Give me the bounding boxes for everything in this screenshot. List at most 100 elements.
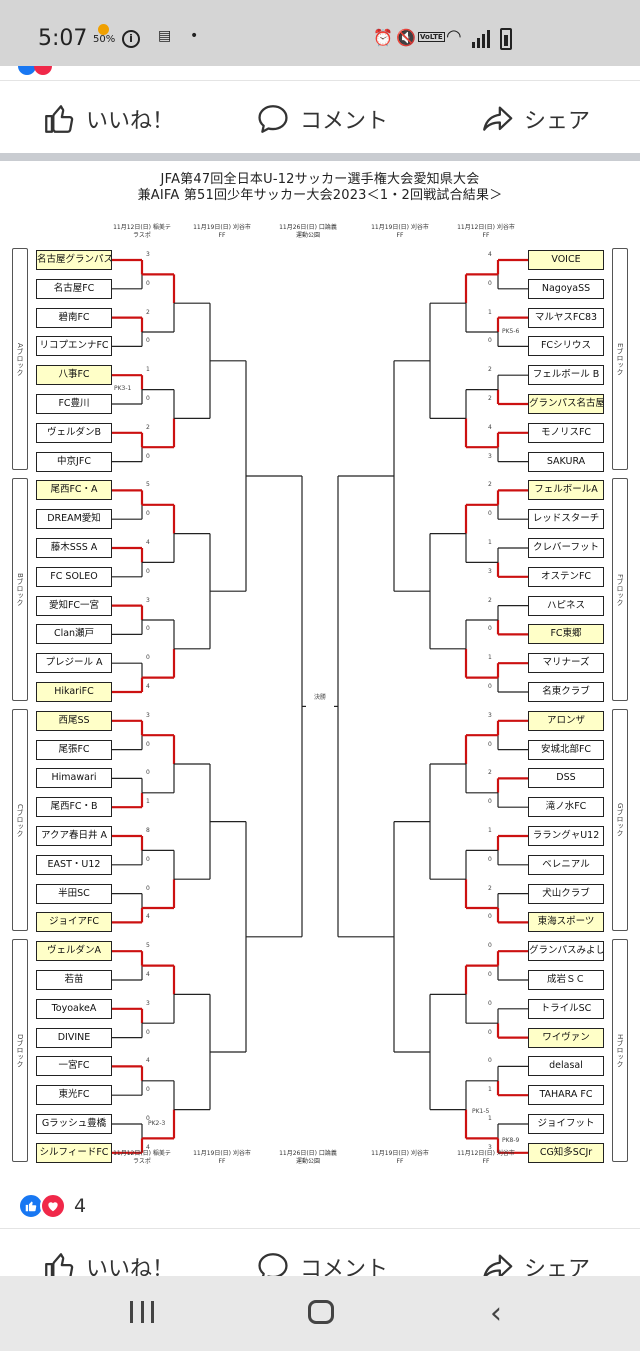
round-date-top: 11月12日(日) 稲美テラスポ	[113, 224, 171, 239]
volte-icon: VoLTE	[418, 32, 445, 42]
team-entry: アロンザ	[528, 710, 604, 731]
round-date-top: 11月26日(日) 口論義運動公園	[279, 224, 337, 239]
team-entry: ジョイアFC	[36, 912, 112, 933]
team-entry: 東海スポーツ	[528, 912, 604, 933]
pk-label: PK1-5	[472, 1108, 490, 1115]
team-entry: Gラッシュ豊橋	[36, 1114, 112, 1134]
score-label: 3	[488, 1143, 492, 1151]
score-label: 3	[146, 596, 150, 604]
score-label: 4	[146, 1143, 150, 1151]
team-entry: SAKURA	[528, 451, 604, 472]
like-label: いいね！	[86, 1257, 175, 1276]
score-label: 0	[146, 1115, 150, 1122]
pk-label: PK3-1	[114, 385, 132, 393]
like-button[interactable]: いいね！	[42, 81, 174, 157]
score-label: 5	[146, 942, 150, 950]
score-label: 4	[146, 683, 150, 690]
status-bar: 5:07 50% i ▤ • ⏰ 🔇 VoLTE ◠	[0, 0, 640, 66]
team-entry: クレバーフット	[528, 538, 604, 558]
pk-label: PK5-6	[502, 327, 520, 335]
score-label: 0	[146, 1028, 150, 1036]
score-label: 0	[146, 740, 150, 748]
wifi-icon: ◠	[446, 26, 462, 47]
team-entry: ララングャU12	[528, 826, 604, 846]
team-entry: delasal	[528, 1056, 604, 1077]
score-label: 3	[146, 251, 150, 258]
team-entry: オステンFC	[528, 566, 604, 587]
share-button[interactable]: シェア	[480, 81, 590, 157]
share-label: シェア	[524, 1257, 591, 1276]
thumbs-up-icon	[45, 105, 74, 133]
comment-button[interactable]: コメント	[256, 81, 388, 157]
tournament-bracket-image[interactable]: JFA第47回全日本U-12サッカー選手権大会愛知県大会 兼AIFA 第51回少…	[0, 162, 640, 1182]
score-label: 2	[146, 423, 150, 431]
reaction-count: 4	[74, 1195, 87, 1217]
score-label: 1	[488, 827, 492, 834]
team-entry: 名古屋グランパス	[36, 250, 112, 270]
comment-icon	[258, 105, 288, 133]
score-label: 0	[488, 337, 492, 345]
right-block-label: Eブロック	[612, 248, 628, 471]
round-date-bottom: 11月12日(日) 稲美テラスポ	[113, 1150, 171, 1165]
team-entry: アクア春日井 A	[36, 826, 112, 846]
team-entry: 八事FC	[36, 365, 112, 386]
team-entry: CG知多SCJr	[528, 1142, 604, 1163]
score-label: 0	[146, 452, 150, 460]
round-date-bottom: 11月19日(日) 刈谷市FF	[371, 1150, 429, 1165]
team-entry: フェルボールA	[528, 480, 604, 501]
bracket-lines	[112, 258, 528, 1154]
round-date-top: 11月12日(日) 刈谷市FF	[457, 224, 515, 239]
team-entry: TAHARA FC	[528, 1085, 604, 1106]
team-entry: グランパス名古屋	[528, 394, 604, 414]
score-label: 0	[488, 1057, 492, 1065]
team-entry: 尾西FC・B	[36, 797, 112, 818]
score-label: 0	[488, 740, 492, 748]
share-button[interactable]: シェア	[480, 1232, 590, 1276]
right-block-label: Gブロック	[612, 708, 628, 932]
final-label: 決勝	[314, 694, 327, 702]
notification-dot-icon: •	[190, 28, 199, 44]
team-entry: ジョイフット	[528, 1114, 604, 1134]
home-button[interactable]	[308, 1300, 334, 1324]
love-reaction-icon	[34, 66, 52, 75]
score-label: 3	[488, 711, 492, 719]
status-time: 5:07	[38, 26, 88, 51]
score-label: 0	[146, 654, 150, 662]
team-entry: 成岩ＳＣ	[528, 970, 604, 990]
score-label: 0	[146, 279, 150, 287]
team-entry: 碧南FC	[36, 307, 112, 328]
team-entry: ToyoakeA	[36, 998, 112, 1019]
score-label: 3	[146, 999, 150, 1007]
like-label: いいね！	[86, 109, 175, 134]
team-entry: リコプエンナFC	[36, 336, 112, 357]
recent-apps-button[interactable]	[130, 1301, 154, 1323]
team-entry: シルフィードFC	[36, 1142, 112, 1163]
comment-button[interactable]: コメント	[256, 1232, 388, 1276]
score-label: 0	[488, 683, 492, 690]
like-button[interactable]: いいね！	[42, 1232, 174, 1276]
team-entry: ハピネス	[528, 595, 604, 616]
score-label: 0	[146, 884, 150, 892]
reaction-summary[interactable]: 4	[18, 1192, 86, 1220]
score-label: 1	[146, 366, 150, 374]
score-label: 2	[488, 366, 492, 374]
back-button[interactable]: ‹	[490, 1296, 502, 1331]
team-entry: 西尾SS	[36, 710, 112, 731]
team-entry: 犬山クラブ	[528, 883, 604, 904]
system-nav-bar: ‹	[0, 1276, 640, 1351]
score-label: 0	[488, 279, 492, 287]
round-date-bottom: 11月12日(日) 刈谷市FF	[457, 1150, 515, 1165]
score-label: 2	[488, 596, 492, 604]
team-entry: ワイヴァン	[528, 1027, 604, 1048]
score-label: 5	[146, 481, 150, 489]
score-label: 2	[146, 308, 150, 316]
score-label: 4	[146, 539, 150, 546]
love-reaction-icon	[40, 1193, 66, 1219]
bracket-title-line2: 兼AIFA 第51回少年サッカー大会2023＜1・2回戦試合結果＞	[137, 188, 503, 203]
score-label: 4	[146, 971, 150, 978]
thumbs-up-icon	[45, 1253, 74, 1276]
action-bar-bottom: いいね！ コメント シェア	[0, 1228, 640, 1276]
score-label: 0	[488, 855, 492, 863]
score-label: 1	[488, 1115, 492, 1122]
team-entry: 東光FC	[36, 1085, 112, 1106]
